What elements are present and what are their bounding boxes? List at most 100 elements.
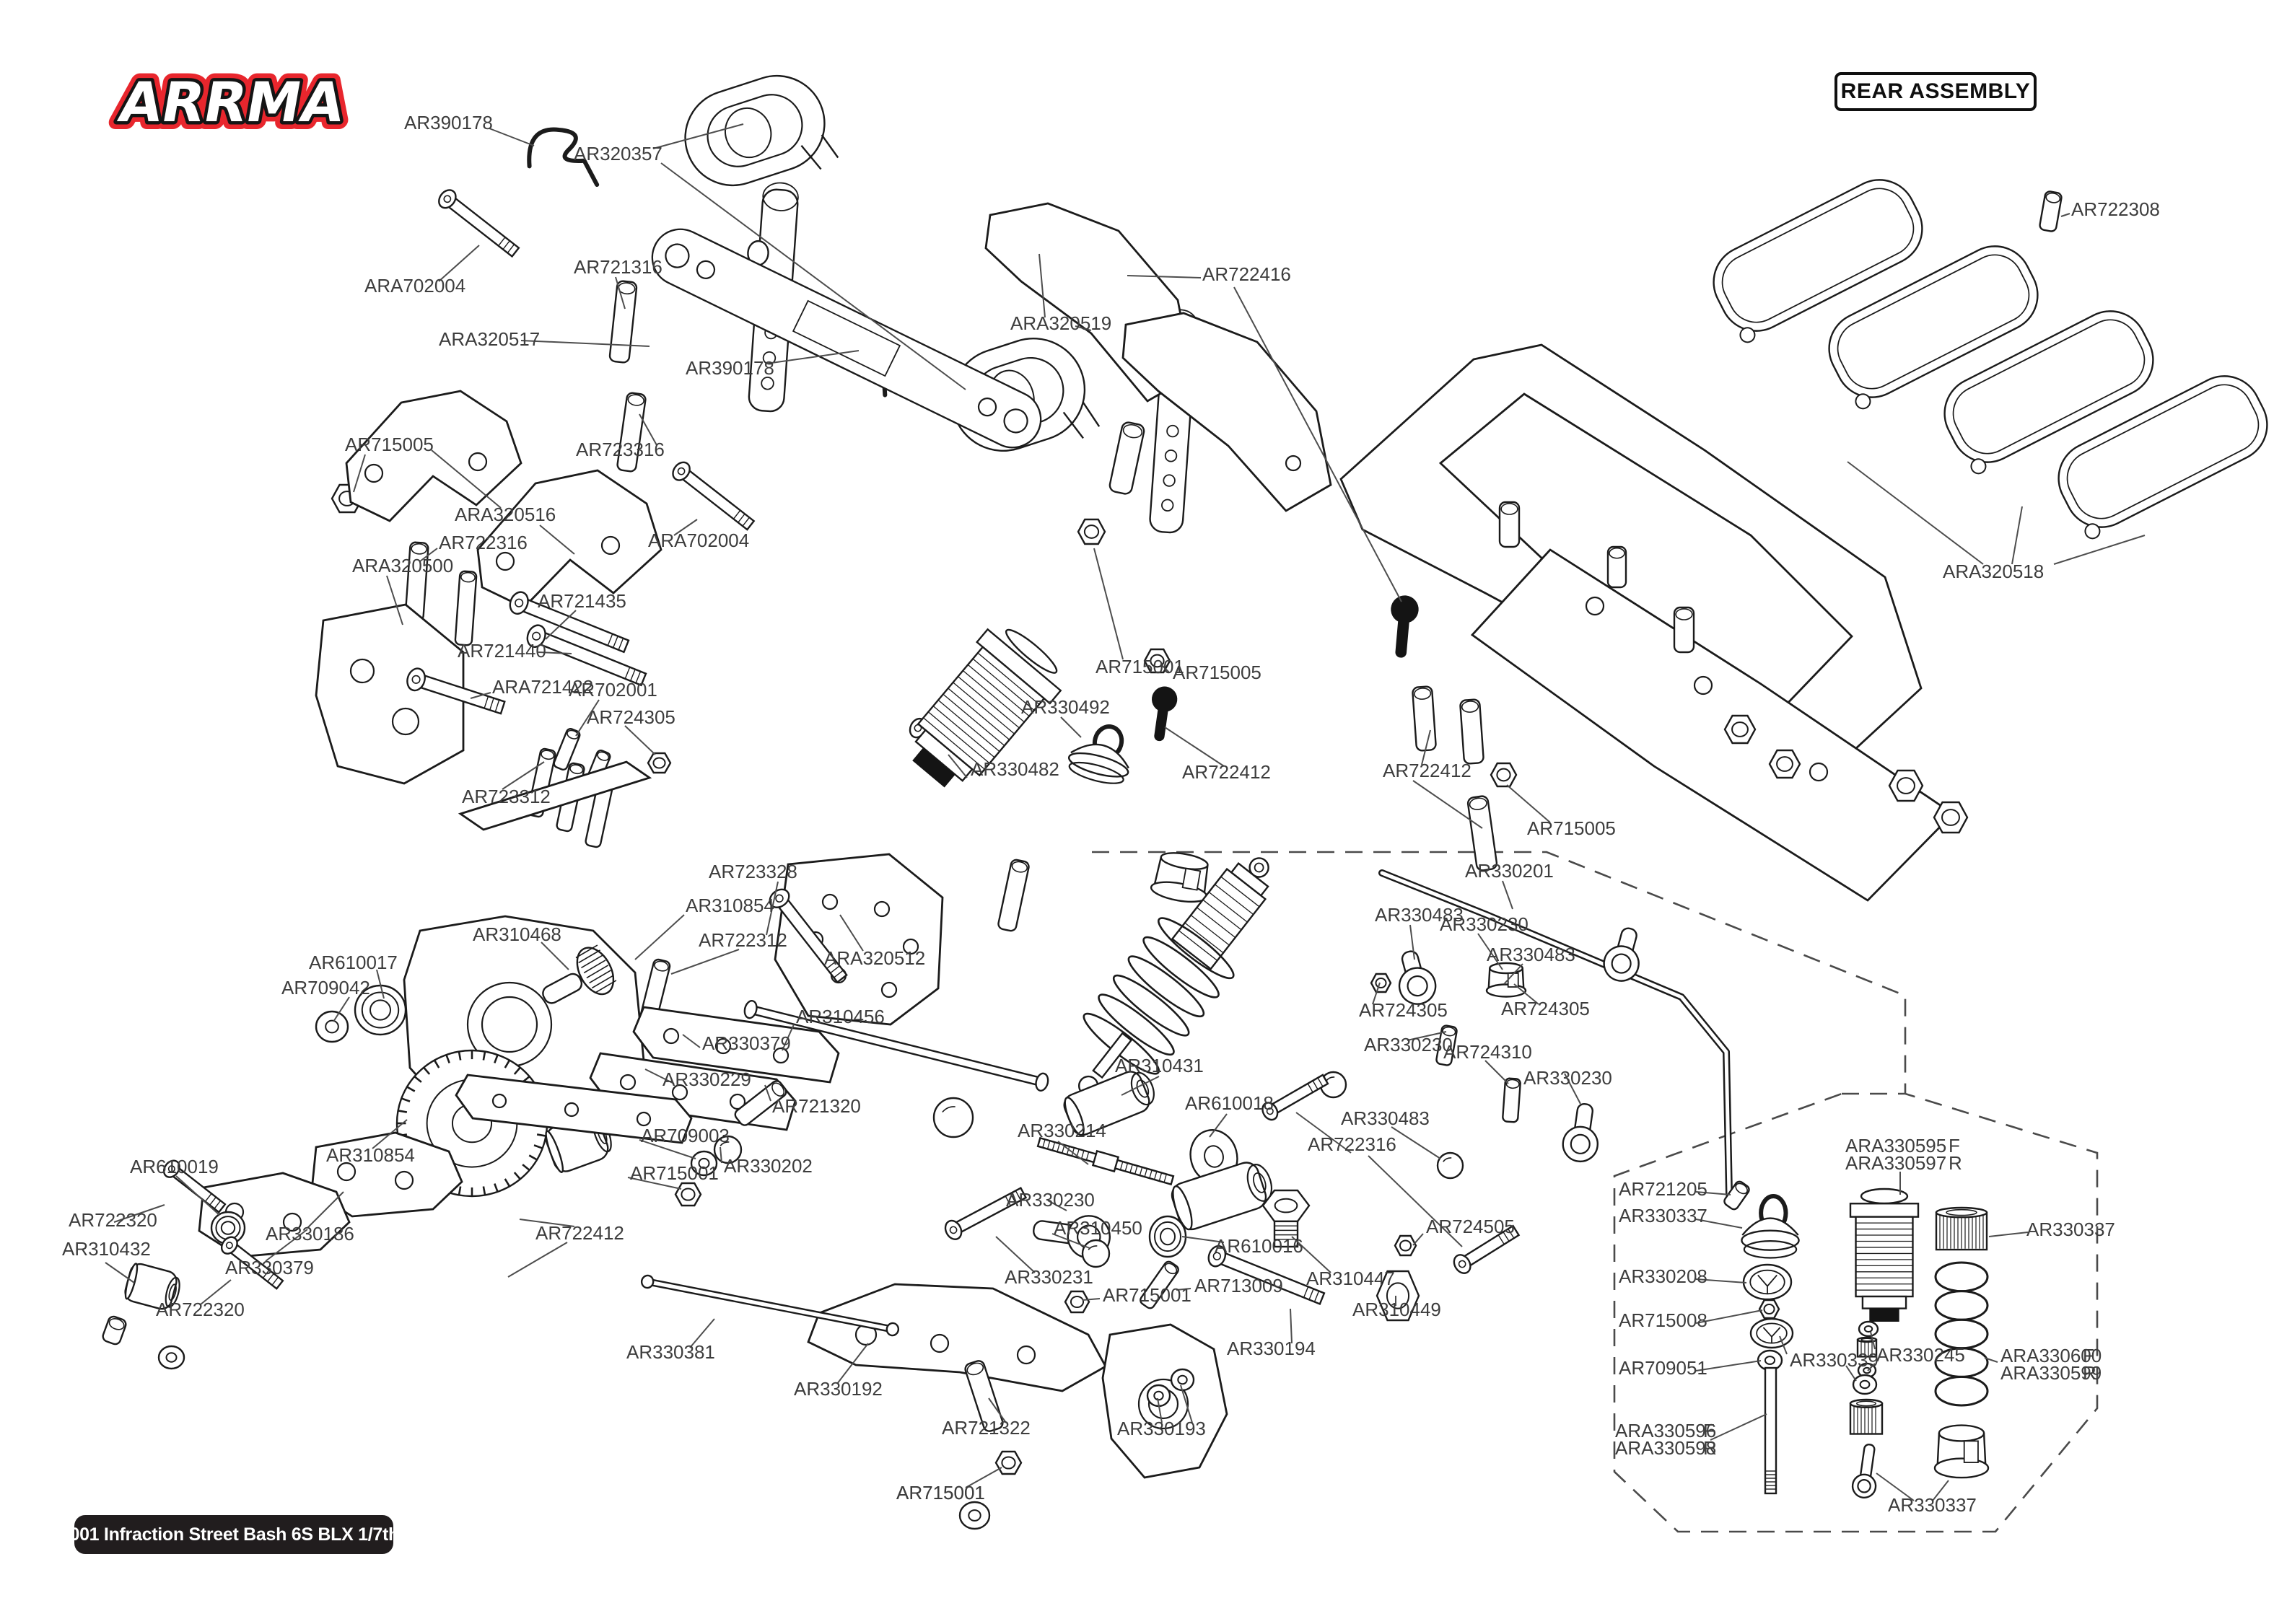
part-label: AR722320 [69, 1209, 157, 1231]
leader-line [376, 969, 385, 999]
leader-line [1233, 286, 1402, 602]
leader-line [1075, 325, 1092, 331]
leader-line [539, 524, 575, 555]
part-drawing-nut [1077, 518, 1106, 545]
part-label: AR330381 [626, 1341, 715, 1363]
part-drawing-hexbush [1261, 1189, 1311, 1248]
leader-line [1779, 1335, 1788, 1355]
leader-line [639, 1139, 696, 1159]
part-drawing-brace [651, 228, 1042, 449]
part-drawing-pin [1459, 698, 1484, 765]
part-drawing-cupjoint [1063, 1071, 1155, 1136]
leader-line [1412, 1233, 1424, 1246]
leader-line [948, 754, 968, 778]
part-drawing-screw [672, 461, 756, 531]
part-drawing-blackscrew [1391, 595, 1419, 658]
part-label: AR310456 [796, 1006, 885, 1027]
part-label: AR330230 [1440, 913, 1529, 935]
part-label: AR330229 [662, 1068, 751, 1090]
part-drawing-screw [944, 1187, 1028, 1240]
arrma-logo-art: ARRMA ARRMA ARRMA [106, 63, 357, 143]
part-label: AR723312 [462, 786, 551, 807]
leader-line [965, 1467, 1002, 1488]
leader-line [1870, 1331, 1876, 1350]
leader-line [113, 1204, 165, 1223]
part-label: AR722416 [1202, 263, 1291, 285]
part-drawing-nut [1490, 762, 1518, 788]
leader-line [1407, 1031, 1447, 1041]
part-label: AR709042 [281, 977, 370, 998]
part-label: AR310432 [62, 1238, 151, 1260]
part-label-variant-tag: F [2083, 1345, 2094, 1366]
part-label: AR715001 [1096, 656, 1184, 677]
part-drawing-bar [1378, 869, 1733, 1198]
model-footer-label: C-ARA109001 Infraction Street Bash 6S BL… [0, 1524, 485, 1545]
part-label: AR330337 [1888, 1494, 1977, 1516]
part-drawing-poly [1339, 343, 1923, 768]
leader-line [519, 1219, 575, 1227]
part-label: AR721320 [772, 1095, 861, 1117]
part-label: AR330379 [225, 1257, 314, 1278]
leader-line [1932, 1480, 1949, 1501]
leader-line [1421, 729, 1431, 765]
part-drawing-washer [315, 1010, 349, 1043]
leader-line [1038, 253, 1046, 318]
part-drawing-pin [1108, 421, 1145, 495]
part-drawing-pin [553, 728, 581, 771]
part-drawing-ball [1081, 1239, 1111, 1268]
part-label: AR724305 [1359, 999, 1448, 1021]
leader-line [541, 942, 569, 970]
part-drawing-guard [1828, 245, 2039, 410]
part-label: AR330194 [1227, 1338, 1316, 1359]
part-label: AR722316 [1308, 1133, 1396, 1155]
part-label: AR310431 [1115, 1055, 1204, 1076]
part-drawing-blackscrew [1151, 686, 1178, 742]
part-drawing-washer [958, 1501, 991, 1530]
leader-line [333, 996, 350, 1022]
leader-line [766, 881, 779, 936]
part-label: AR722308 [2071, 198, 2160, 220]
part-drawing-pin [734, 1080, 787, 1126]
part-label: AR722312 [699, 929, 787, 951]
svg-text:ARRMA: ARRMA [114, 71, 349, 135]
part-drawing-screw [406, 667, 506, 715]
part-label-variant-tag: R [1949, 1152, 1962, 1174]
part-label: ARA702004 [648, 530, 749, 551]
part-drawing-washer [1852, 1374, 1878, 1395]
part-drawing-nut [1888, 769, 1924, 802]
leader-line [1047, 1200, 1067, 1211]
leader-line [1291, 1236, 1331, 1273]
part-label: ARA330595 [1845, 1135, 1946, 1156]
part-label-variant-tag: F [1949, 1135, 1960, 1156]
part-drawing-nut [1064, 1290, 1090, 1314]
part-drawing-ball [1436, 1151, 1464, 1180]
leader-line [1290, 1308, 1293, 1344]
leader-line [575, 699, 600, 737]
part-label: AR390178 [686, 357, 774, 379]
leader-line [670, 949, 740, 975]
svg-text:ARRMA: ARRMA [114, 71, 349, 135]
part-label: AR723316 [576, 439, 665, 460]
part-drawing-pin [1140, 1260, 1179, 1309]
part-drawing-poly [632, 1006, 840, 1084]
part-drawing-turnbuckle [1036, 1136, 1175, 1186]
leader-line [1988, 1232, 2029, 1237]
part-label: AR330379 [702, 1032, 791, 1054]
leader-line [1180, 1384, 1193, 1423]
leader-line [1502, 880, 1513, 910]
leader-line [1057, 1141, 1089, 1165]
dashed-boundary [1092, 851, 1907, 1094]
part-label: AR330483 [1375, 904, 1464, 926]
part-label-variant-tag: R [2083, 1362, 2096, 1384]
part-label: AR320357 [574, 143, 662, 164]
part-drawing-rodend [1562, 1102, 1599, 1163]
leader-line [1368, 1155, 1463, 1247]
leader-line [1484, 1060, 1509, 1084]
leader-line [2053, 535, 2146, 565]
leader-line [1513, 983, 1539, 1005]
leader-line [639, 413, 657, 446]
part-drawing-guard [1713, 179, 1923, 343]
part-drawing-pin [997, 859, 1030, 932]
leader-line [2060, 213, 2070, 217]
